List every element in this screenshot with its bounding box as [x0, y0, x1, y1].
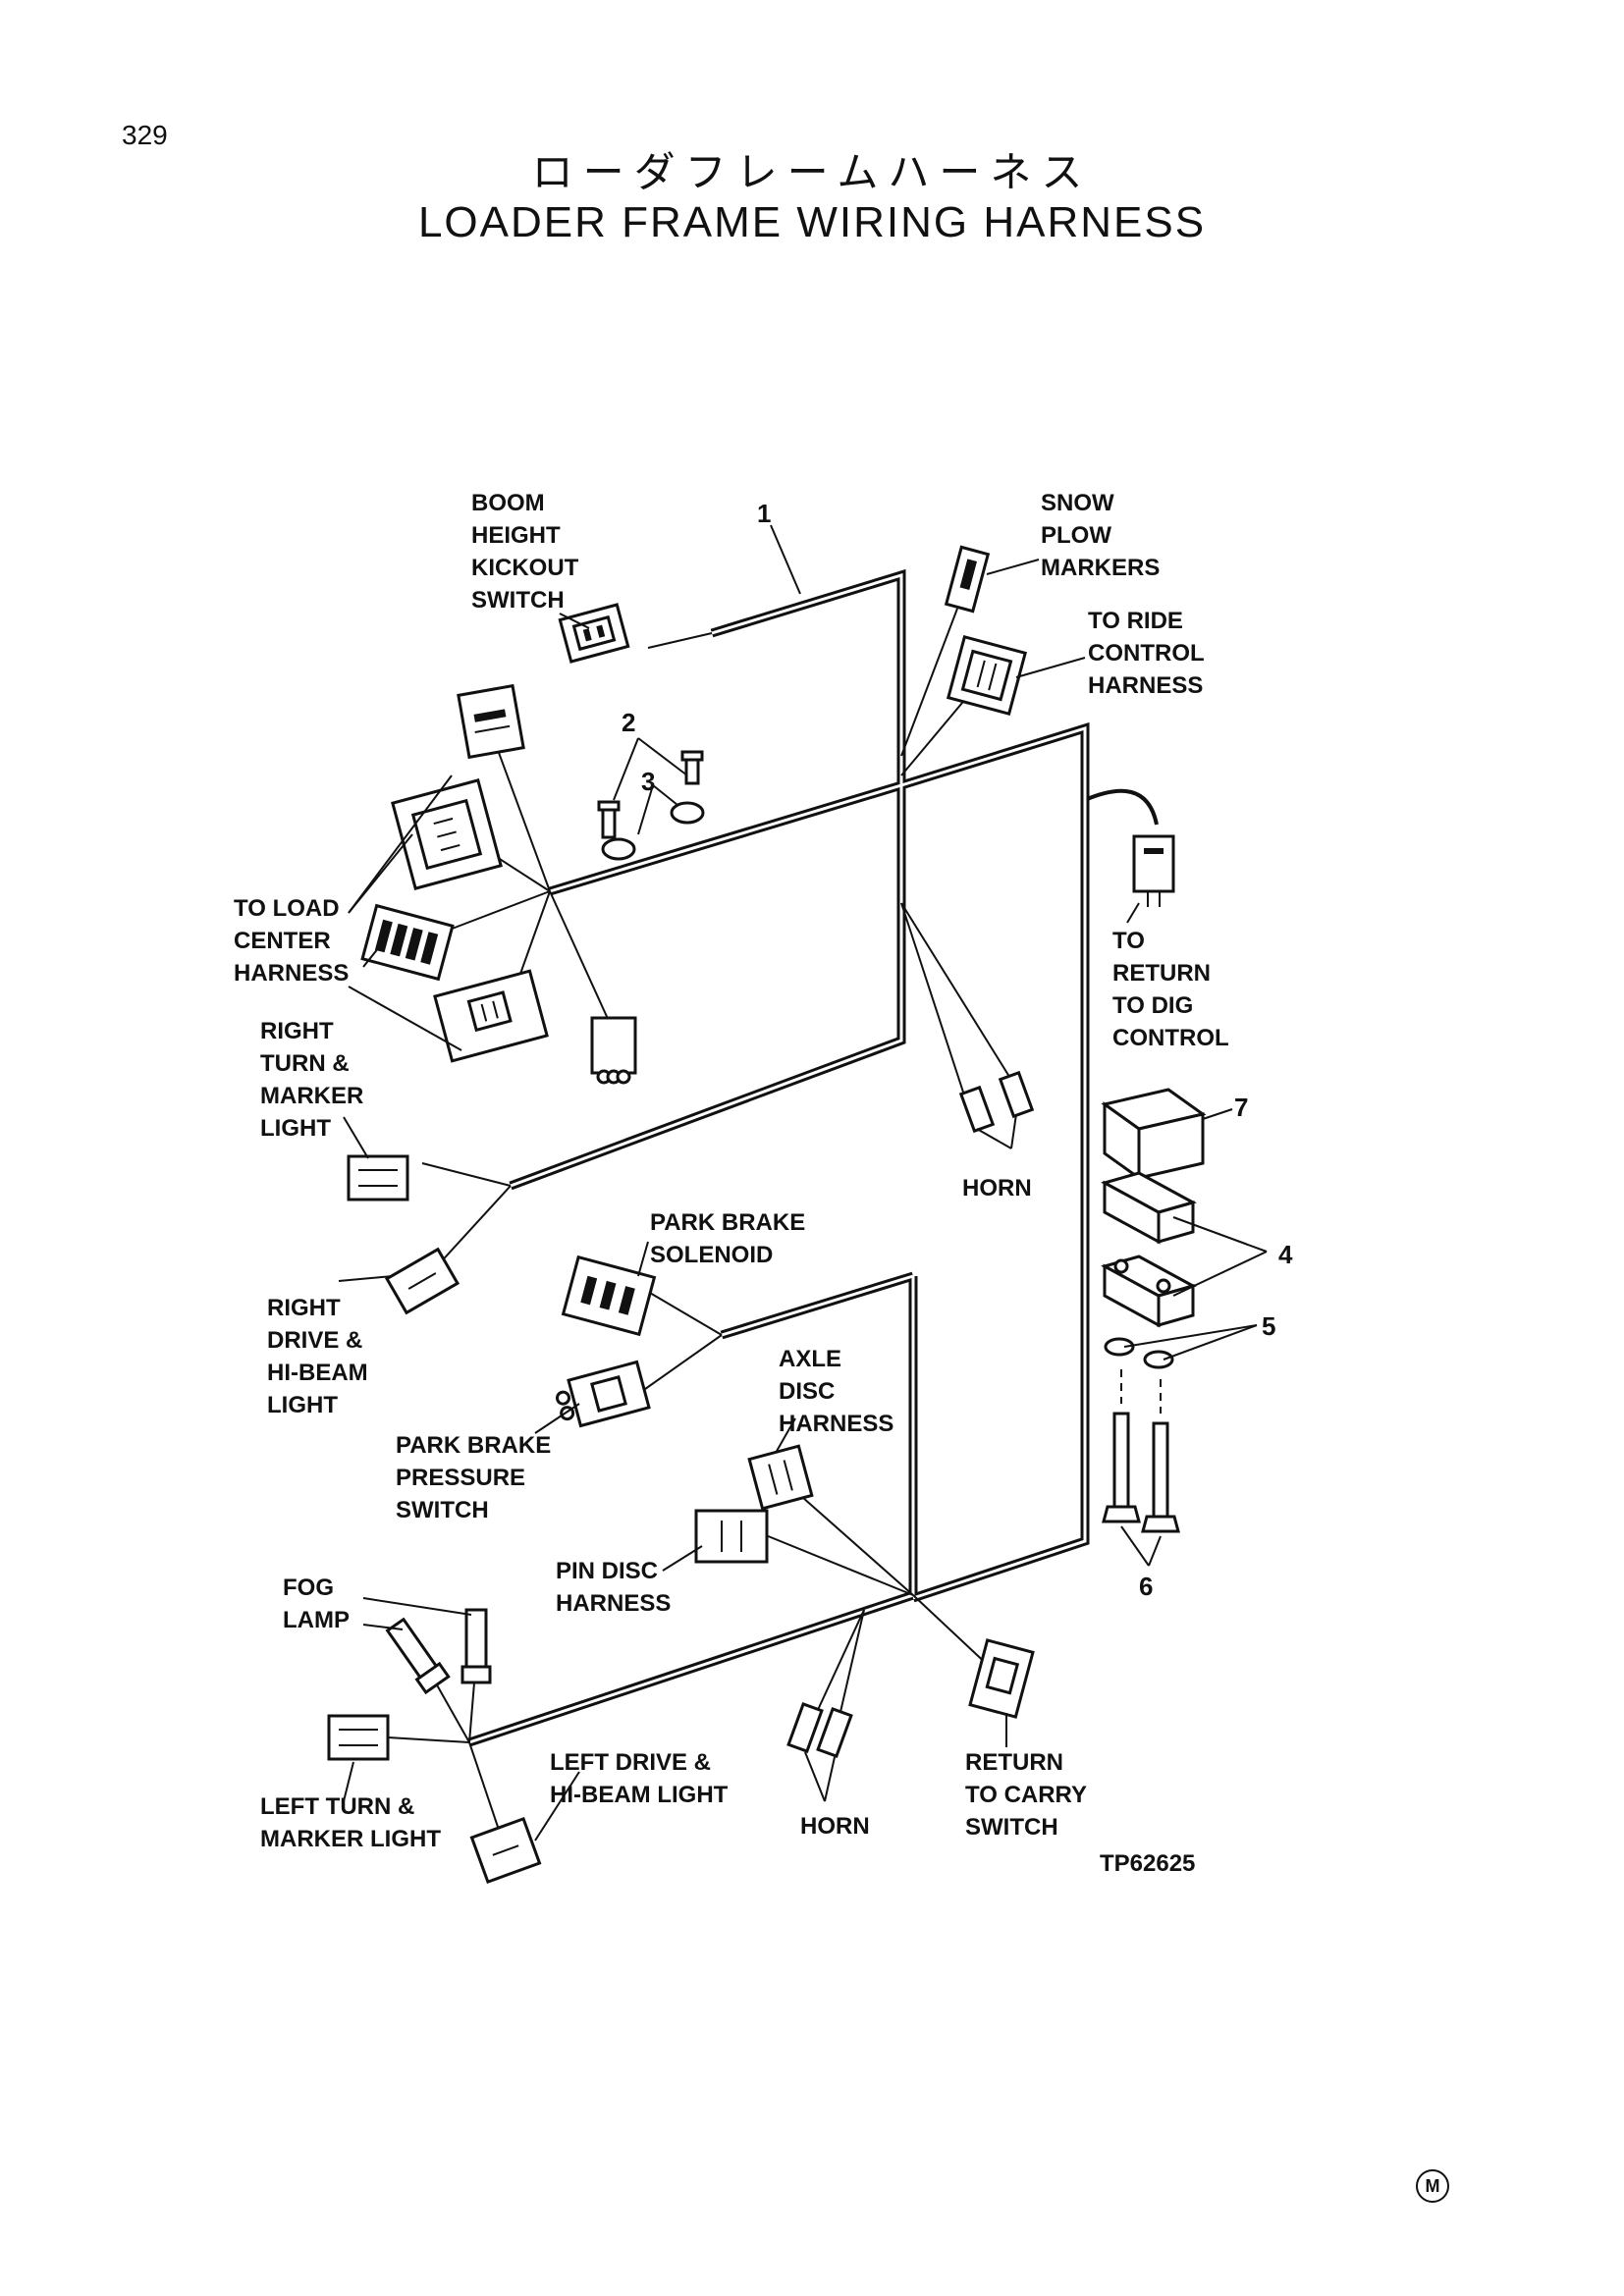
right-turn-marker-connector — [347, 1154, 409, 1201]
rubber-block-part-7 — [1101, 1088, 1207, 1181]
harness-wires — [467, 568, 1159, 1747]
load-center-connector-small — [590, 1016, 637, 1085]
horn-terminal-upper-a — [958, 1085, 996, 1134]
bolt-part-2b — [680, 750, 704, 785]
callout-3: 3 — [641, 767, 655, 796]
label-park-brake-pressure-switch: PARK BRAKE PRESSURE SWITCH — [396, 1432, 558, 1523]
leader-lines — [338, 524, 1268, 1842]
return-to-carry-connector — [968, 1638, 1035, 1719]
label-to-return-to-dig-control: TO RETURN TO DIG CONTROL — [1112, 928, 1229, 1051]
connectors — [327, 545, 1175, 1885]
label-right-turn-marker-light: RIGHT TURN & MARKER LIGHT — [260, 1018, 370, 1142]
fog-lamp-connector-a — [460, 1608, 492, 1684]
callout-4: 4 — [1278, 1240, 1293, 1269]
return-to-dig-connector — [1132, 834, 1175, 907]
label-to-load-center-harness: TO LOAD CENTER HARNESS — [234, 895, 349, 987]
bolt-part-2a — [597, 800, 621, 839]
boom-height-switch-connector — [558, 603, 630, 664]
corner-mark: M — [1416, 2169, 1449, 2203]
label-right-drive-hibeam-light: RIGHT DRIVE & HI-BEAM LIGHT — [267, 1295, 374, 1418]
label-left-turn-marker-light: LEFT TURN & MARKER LIGHT — [260, 1793, 441, 1852]
left-turn-marker-connector — [327, 1714, 390, 1761]
load-center-connector-top — [457, 683, 525, 760]
label-horn-lower: HORN — [800, 1813, 870, 1840]
label-boom-height-kickout-switch: BOOM HEIGHT KICKOUT SWITCH — [471, 490, 585, 614]
callout-7: 7 — [1234, 1093, 1248, 1122]
horn-terminal-lower-a — [786, 1701, 824, 1754]
label-pin-disc-harness: PIN DISC HARNESS — [556, 1558, 671, 1617]
clamp-part-3b — [670, 801, 705, 825]
page-number: 329 — [122, 120, 168, 150]
callout-5: 5 — [1262, 1311, 1275, 1341]
horn-terminal-lower-b — [816, 1706, 853, 1759]
clamp-half-part-4-upper — [1101, 1171, 1197, 1245]
label-horn-upper: HORN — [962, 1175, 1032, 1201]
page-title: LOADER FRAME WIRING HARNESS — [417, 198, 1207, 246]
clamp-half-part-4-lower — [1101, 1255, 1197, 1328]
horn-terminal-upper-b — [998, 1070, 1035, 1119]
load-center-connector-large — [391, 778, 503, 890]
fog-lamp-connector-b — [385, 1617, 451, 1695]
callout-2: 2 — [622, 708, 635, 737]
park-brake-solenoid-connector — [561, 1255, 657, 1337]
page-title-japanese: ローダフレームハーネス — [531, 148, 1093, 196]
left-drive-hibeam-connector — [469, 1816, 542, 1885]
label-park-brake-solenoid: PARK BRAKE SOLENOID — [650, 1209, 812, 1268]
park-brake-pressure-switch — [555, 1360, 651, 1428]
label-axle-disc-harness: AXLE DISC HARNESS — [779, 1346, 893, 1437]
pin-disc-connector — [694, 1509, 769, 1564]
clamp-part-3a — [601, 837, 636, 861]
label-return-to-carry-switch: RETURN TO CARRY SWITCH — [965, 1749, 1093, 1841]
washer-part-5 — [1104, 1337, 1174, 1369]
label-fog-lamp: FOG LAMP — [283, 1575, 350, 1633]
labels: BOOM HEIGHT KICKOUT SWITCH SNOW PLOW MAR… — [234, 490, 1293, 1877]
mounting-hardware — [1101, 1088, 1207, 1533]
callout-1: 1 — [757, 499, 771, 528]
ride-control-connector — [946, 634, 1028, 717]
label-to-ride-control-harness: TO RIDE CONTROL HARNESS — [1088, 608, 1211, 699]
axle-disc-connector — [747, 1444, 814, 1511]
load-center-connector-pins — [360, 903, 455, 982]
figure-code: TP62625 — [1100, 1850, 1195, 1877]
snow-plow-marker-connector — [944, 545, 991, 614]
bolt-part-6 — [1102, 1369, 1180, 1533]
right-drive-hibeam-connector — [384, 1247, 460, 1315]
callout-6: 6 — [1139, 1572, 1153, 1601]
label-snow-plow-markers: SNOW PLOW MARKERS — [1041, 490, 1160, 581]
label-left-drive-hibeam-light: LEFT DRIVE & HI-BEAM LIGHT — [550, 1749, 729, 1808]
load-center-connector-box — [433, 969, 549, 1063]
